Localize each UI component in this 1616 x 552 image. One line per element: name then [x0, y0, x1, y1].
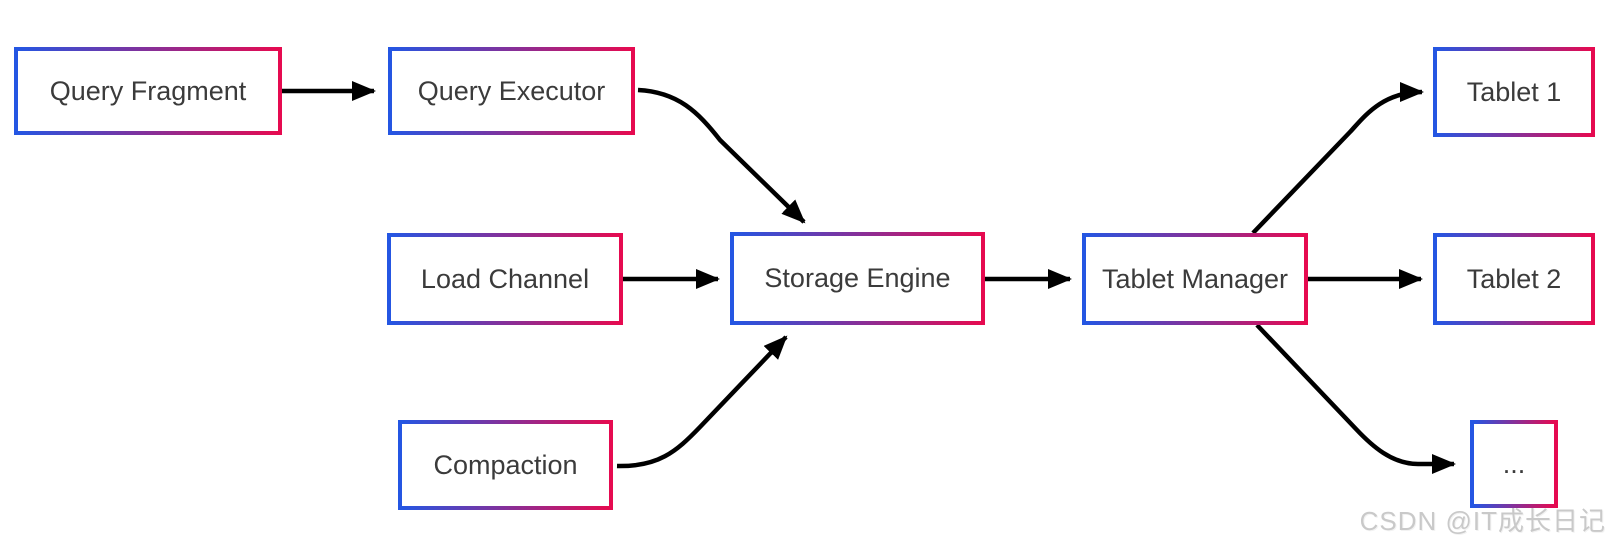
node-label: ...: [1502, 448, 1526, 479]
node-tablet-manager: Tablet Manager: [1082, 233, 1308, 325]
node-query-fragment: Query Fragment: [14, 47, 282, 135]
node-more-tablets: ...: [1470, 420, 1558, 508]
watermark-text: CSDN @IT成长日记: [1359, 506, 1606, 536]
node-storage-engine: Storage Engine: [730, 232, 985, 325]
node-label: Query Executor: [417, 75, 606, 106]
node-label: Storage Engine: [764, 263, 951, 293]
node-label: Tablet Manager: [1101, 263, 1289, 294]
node-load-channel: Load Channel: [387, 233, 623, 325]
node-label: Compaction: [433, 449, 578, 480]
node-tablet-1: Tablet 1: [1433, 47, 1595, 137]
node-label: Tablet 2: [1466, 263, 1562, 294]
edge-query-executor-to-storage-engine: [637, 87, 806, 224]
node-label: Query Fragment: [49, 75, 247, 106]
node-compaction: Compaction: [398, 420, 613, 510]
node-tablet-2: Tablet 2: [1433, 233, 1595, 325]
edge-compaction-to-storage-engine: [616, 335, 788, 469]
edge-tablet-manager-to-more-tablets: [1255, 323, 1456, 474]
edge-tablet-manager-to-tablet-1: [1251, 82, 1424, 235]
node-label: Load Channel: [420, 263, 590, 294]
node-label: Tablet 1: [1466, 76, 1562, 107]
node-query-executor: Query Executor: [388, 47, 635, 135]
